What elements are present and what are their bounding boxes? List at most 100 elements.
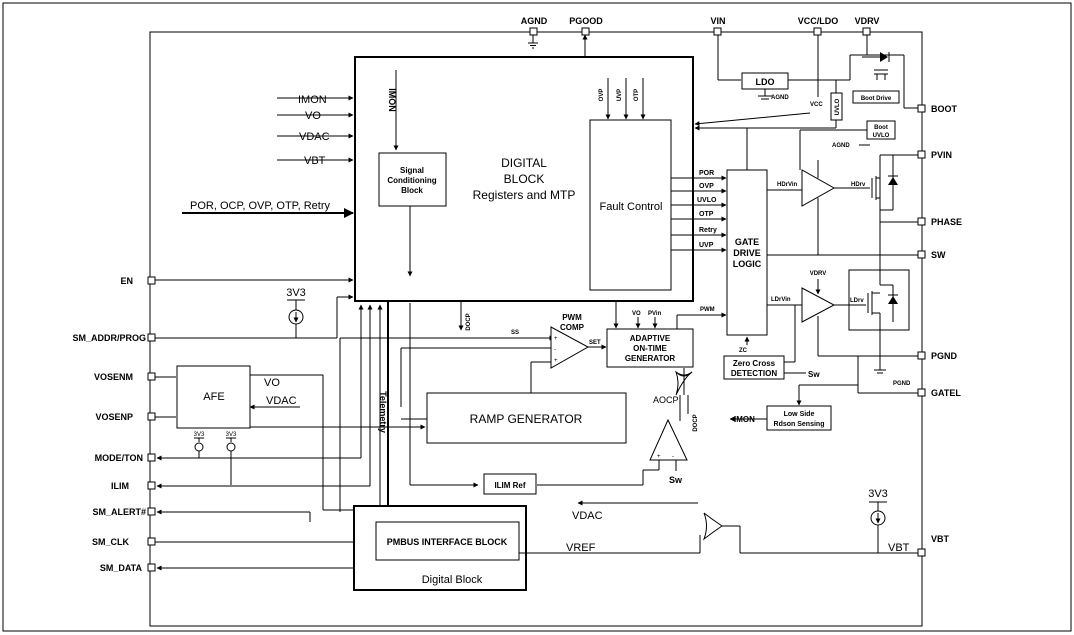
aocp-label: AOCP <box>653 395 679 405</box>
pin-sm-clk: SM_CLK <box>92 537 376 547</box>
afe-vo-label: VO <box>264 377 280 389</box>
svg-text:+: + <box>554 358 558 364</box>
adaptive-on-time-generator: ADAPTIVE ON-TIME GENERATOR VO PVin PWM <box>606 302 727 368</box>
sc-line1: Signal <box>400 166 424 175</box>
digital-inputs: IMON VO VDAC VBT POR, OCP, OVP, OTP, Ret… <box>182 94 354 218</box>
sc-line2: Conditioning <box>387 176 436 185</box>
pin-vosenp-label: VOSENP <box>95 412 133 422</box>
imon-out-label: IMON <box>734 415 755 424</box>
en-3v3-label: 3V3 <box>286 287 306 299</box>
gate-drive-line3: LOGIC <box>733 259 762 269</box>
svg-text:+: + <box>554 336 558 342</box>
afe-block: AFE VO VDAC <box>176 365 426 523</box>
pin-phase-label: PHASE <box>931 217 962 227</box>
vcc-label: VCC <box>810 102 823 108</box>
pin-pgnd: PGND <box>917 351 958 361</box>
small-3v3-1: 3V3 <box>194 432 205 438</box>
low-side-fet: PGND <box>857 255 918 394</box>
boot-uvlo: Boot UVLO AGND <box>832 120 896 149</box>
pgnd-gnd-label: PGND <box>893 381 911 387</box>
fault-input-otp: OTP <box>634 89 640 101</box>
pin-en: EN <box>120 276 354 286</box>
boot-drive-label: Boot Drive <box>861 96 892 102</box>
pwm-comparator: PWM COMP + - + SET <box>530 313 607 394</box>
boot-uvlo-line2: UVLO <box>873 133 890 139</box>
digital-block-bottom: PMBUS INTERFACE BLOCK Digital Block <box>353 505 527 591</box>
fault-outputs: POR OVP UVLO OTP Retry UVP <box>671 170 727 253</box>
svg-text:-: - <box>672 454 674 460</box>
low-side-driver: LDrVin VDRV LDrv <box>767 269 918 357</box>
afe-vdac-label: VDAC <box>266 395 297 407</box>
fault-out-uvp: UVP <box>699 242 714 249</box>
zero-cross-sw: Sw <box>808 370 820 379</box>
ldo-label: LDO <box>756 77 775 87</box>
pin-vbt: VBT <box>917 534 950 557</box>
sw-comp-label: Sw <box>669 475 683 485</box>
fault-out-por: POR <box>699 170 714 177</box>
pin-sm-addr-label: SM_ADDR/PROG <box>72 333 146 343</box>
pin-gatel-label: GATEL <box>931 388 961 398</box>
pwm-comp-label-1: PWM <box>562 313 582 322</box>
digital-block-line2: BLOCK <box>504 172 545 186</box>
vref-label: VREF <box>566 542 596 554</box>
hdrvin-label: HDrVin <box>777 182 798 188</box>
fault-control-block <box>589 119 672 291</box>
input-faults-label: POR, OCP, OVP, OTP, Retry <box>190 200 330 212</box>
low-side-rdson-sensing: Low Side Rdson Sensing IMON <box>729 384 858 431</box>
pin-vin-label: VIN <box>710 16 725 26</box>
afe-label: AFE <box>203 391 224 403</box>
signal-conditioning-block <box>378 152 447 207</box>
ilim-ref-label: ILIM Ref <box>494 481 525 490</box>
pin-vosenp: VOSENP <box>95 412 176 422</box>
zero-cross-detection: Zero Cross DETECTION Sw <box>723 305 820 380</box>
fault-out-retry: Retry <box>699 227 717 234</box>
uvlo-label: UVLO <box>835 98 841 115</box>
adaptive-line3: GENERATOR <box>625 354 676 363</box>
sc-line3: Block <box>401 186 423 195</box>
fault-inputs: OVP UVP OTP <box>599 78 646 120</box>
fault-out-ovp: OVP <box>699 183 714 190</box>
input-vbt-label: VBT <box>304 155 326 167</box>
docp-top-label: DOCP <box>466 313 472 330</box>
pin-pvin: PVIN <box>917 150 952 160</box>
boot-drive: Boot Drive <box>852 52 920 109</box>
telemetry-bus: Telemetry <box>378 302 393 521</box>
vbt-bottom-label: VBT <box>888 542 910 554</box>
svg-text:+: + <box>657 454 661 460</box>
high-side-fet <box>871 154 918 255</box>
digital-block-bottom-label: Digital Block <box>422 574 483 586</box>
ocp-comparator: + - Sw <box>537 418 688 486</box>
pin-boot: BOOT <box>917 104 958 114</box>
boot-uvlo-line1: Boot <box>874 125 888 131</box>
fault-out-otp: OTP <box>699 211 714 218</box>
ldo-block: LDO AGND VCC <box>741 72 823 108</box>
uvlo-block: UVLO <box>830 80 843 121</box>
pin-ilim: ILIM <box>111 304 373 491</box>
pin-sm-alert-label: SM_ALERT# <box>92 507 146 517</box>
ramp-label: RAMP GENERATOR <box>470 412 583 426</box>
ss-wiring: SS <box>339 303 555 522</box>
pin-agnd: AGND <box>521 16 548 49</box>
pin-sm-addr: SM_ADDR/PROG <box>72 294 354 343</box>
input-vo-label: VO <box>305 110 321 122</box>
vdrv-low-label: VDRV <box>810 271 827 277</box>
pin-vosenm-label: VOSENM <box>94 372 133 382</box>
pin-ilim-label: ILIM <box>111 481 129 491</box>
ss-label: SS <box>511 330 519 336</box>
top-wiring <box>694 35 904 170</box>
ilim-ref-block: ILIM Ref <box>483 473 537 495</box>
pin-agnd-label: AGND <box>521 16 548 26</box>
pwm-comp-label-2: COMP <box>560 323 585 332</box>
zc-label: ZC <box>739 348 748 354</box>
adaptive-line2: ON-TIME <box>633 344 667 353</box>
pin-vdrv-label: VDRV <box>855 16 880 26</box>
high-side-driver: HDrVin HDrv <box>767 160 870 255</box>
imon-vertical-label: IMON <box>387 88 397 112</box>
pin-vbt-label: VBT <box>931 534 950 544</box>
fault-input-uvp: UVP <box>617 89 623 101</box>
vbt-3v3-source: 3V3 <box>868 488 888 553</box>
pmbus-label: PMBUS INTERFACE BLOCK <box>387 537 508 547</box>
pin-gatel: GATEL <box>917 388 961 398</box>
vdac-bottom-label: VDAC <box>572 510 603 522</box>
